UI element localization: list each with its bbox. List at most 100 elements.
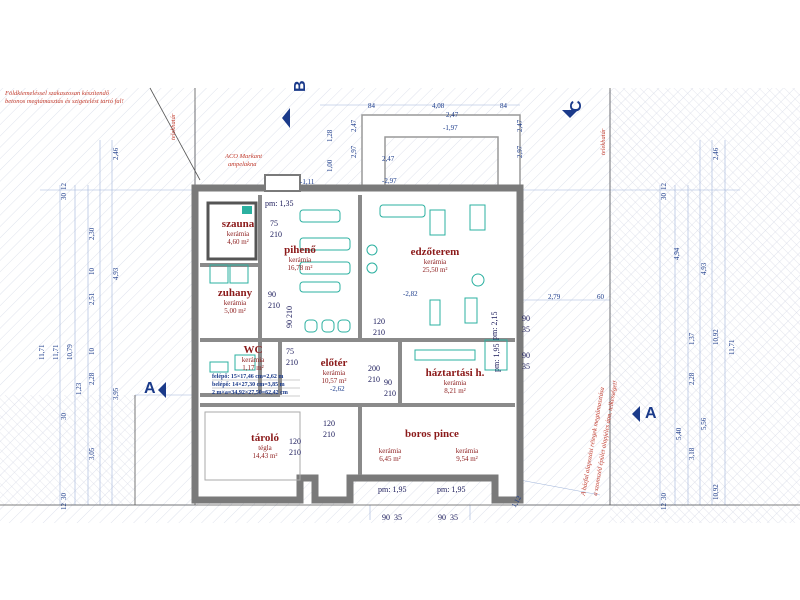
left-total-2: 2,46 xyxy=(112,147,120,160)
left-total-6: 3,95 xyxy=(112,387,120,400)
right-chain-2: 4,94 xyxy=(673,247,681,260)
room-szauna-name: szauna xyxy=(221,218,255,230)
sauna-box xyxy=(206,201,258,261)
axis-a-right-label: A xyxy=(645,405,657,422)
dim-top-6: 2,47 xyxy=(350,119,358,132)
level-1: -1,97 xyxy=(443,124,458,132)
furniture xyxy=(209,204,508,373)
arrow-b-icon xyxy=(282,108,290,128)
room-edzoterem-material: kerámia xyxy=(423,258,447,266)
right-total-2: 2,46 xyxy=(712,147,720,160)
right-chain-6: 5,40 xyxy=(675,427,683,440)
left-total-5: 1,23 xyxy=(75,382,83,395)
door-zuhany-w: 90 xyxy=(268,290,276,299)
left-chain-5: 10 xyxy=(88,348,96,355)
door-wc-w: 75 xyxy=(286,347,294,356)
room-szauna-material: kerámia xyxy=(226,230,250,238)
left-chain-10: 12 xyxy=(60,503,68,510)
room-zuhany-name: zuhany xyxy=(217,287,253,299)
door-pince-h: 210 xyxy=(323,430,335,439)
axis-b-label: B xyxy=(292,80,309,92)
pm-right-1: pm: 2,15 xyxy=(490,311,499,340)
door-tarolo-w: 120 xyxy=(289,437,301,446)
room-piheno-name: pihenő xyxy=(284,244,316,256)
pm-right-2: pm: 1,95 xyxy=(492,343,501,372)
left-chain-2: 2,30 xyxy=(88,227,96,240)
room-boros-b: kerámia 9,54 m² xyxy=(452,447,482,463)
door-szauna-h: 210 xyxy=(270,230,282,239)
stair-note-3: 2 m×a=34,92×27,50=62,42 cm xyxy=(212,390,288,396)
door-pince-w: 120 xyxy=(323,419,335,428)
room-tarolo: tároló tégla 14,43 m² xyxy=(245,432,285,460)
left-chain-4: 2,51 xyxy=(88,292,96,305)
right-chain-1: 12 xyxy=(660,183,668,190)
room-wc-material: kerámia xyxy=(241,356,265,364)
room-wc-area: 1,17 m² xyxy=(242,364,264,372)
interior-walls xyxy=(200,195,515,475)
pm-bottom-2: pm: 1,95 xyxy=(437,485,466,494)
room-eloter: előtér kerámia 10,57 m² xyxy=(314,357,354,385)
door-edzo-h: 210 xyxy=(373,328,385,337)
room-eloter-area: 10,57 m² xyxy=(321,377,347,385)
right-chain-7: 3,18 xyxy=(688,447,696,460)
dim-right-2: 60 xyxy=(597,293,604,301)
room-piheno-material: kerámia xyxy=(288,256,312,264)
note-top-left-2: betonos megtámasztás és szigetelést tart… xyxy=(5,98,124,105)
room-eloter-material: kerámia xyxy=(322,369,346,377)
note-aco2: ampelakna xyxy=(228,161,257,168)
room-haztartasi-material: kerámia xyxy=(443,379,467,387)
note-top-left-1: Földkiemeléssel szakaszosan készítendő xyxy=(5,90,109,97)
sauna-heater xyxy=(242,206,252,214)
window-right-2-h: 35 xyxy=(522,362,530,371)
room-szauna: szauna kerámia 4,60 m² xyxy=(221,218,255,246)
level-3: -2,97 xyxy=(382,177,397,185)
room-wc-name: WC xyxy=(243,344,263,356)
room-boros-name: boros pince xyxy=(405,428,459,440)
room-boros-b-area: 9,54 m² xyxy=(456,455,478,463)
dim-top-1: 84 xyxy=(368,102,375,110)
room-haztartasi: háztartási h. kerámia 8,21 m² xyxy=(425,367,485,395)
room-piheno: pihenő kerámia 16,78 m² xyxy=(280,244,320,272)
door-zuhany-h: 210 xyxy=(268,301,280,310)
left-total-3: 4,93 xyxy=(112,267,120,280)
note-aco: ACO Markant xyxy=(225,153,263,160)
arrow-a-left-icon xyxy=(158,382,166,398)
window-bottom-1: 90 35 xyxy=(382,512,402,523)
room-boros-b-material: kerámia xyxy=(455,447,479,455)
stair xyxy=(212,379,300,397)
room-boros-a-area: 6,45 m² xyxy=(379,455,401,463)
axis-c-label: C xyxy=(568,100,585,112)
left-chain-3: 10 xyxy=(88,268,96,275)
door-eloter-mid-w: 90 xyxy=(384,378,392,387)
left-chain-8: 3,05 xyxy=(88,447,96,460)
room-wc: WC kerámia 1,17 m² xyxy=(236,344,270,372)
pm-bottom-1: pm: 1,95 xyxy=(378,485,407,494)
room-tarolo-area: 14,43 m² xyxy=(252,452,278,460)
telekhatar-right: telekhatár xyxy=(600,128,607,155)
left-chain-0: 30 xyxy=(60,193,68,200)
shower-tray-2 xyxy=(229,264,249,284)
door-eloter-right-w: 200 xyxy=(368,364,380,373)
right-total-1: 11,71 xyxy=(728,339,736,356)
window-bottom-1-h: 35 xyxy=(394,513,402,522)
door-edzo-w: 120 xyxy=(373,317,385,326)
dim-top-3: 84 xyxy=(500,102,507,110)
window-bottom-1-w: 90 xyxy=(382,513,390,522)
room-tarolo-material: tégla xyxy=(258,444,272,452)
left-total-4: 11,71 xyxy=(38,344,46,361)
right-chain-8: 30 xyxy=(660,493,668,500)
window-bottom-2: 90 35 xyxy=(438,512,458,523)
left-total-1: 11,71 xyxy=(52,344,60,361)
room-edzoterem-name: edzőterem xyxy=(410,246,460,258)
door-piheno-bottom-h: 210 xyxy=(285,306,294,318)
right-total-0: 10,92 xyxy=(712,329,720,345)
room-haztartasi-area: 8,21 m² xyxy=(444,387,466,395)
door-tarolo-h: 210 xyxy=(289,448,301,457)
window-right-2-w: 90 xyxy=(522,351,530,360)
